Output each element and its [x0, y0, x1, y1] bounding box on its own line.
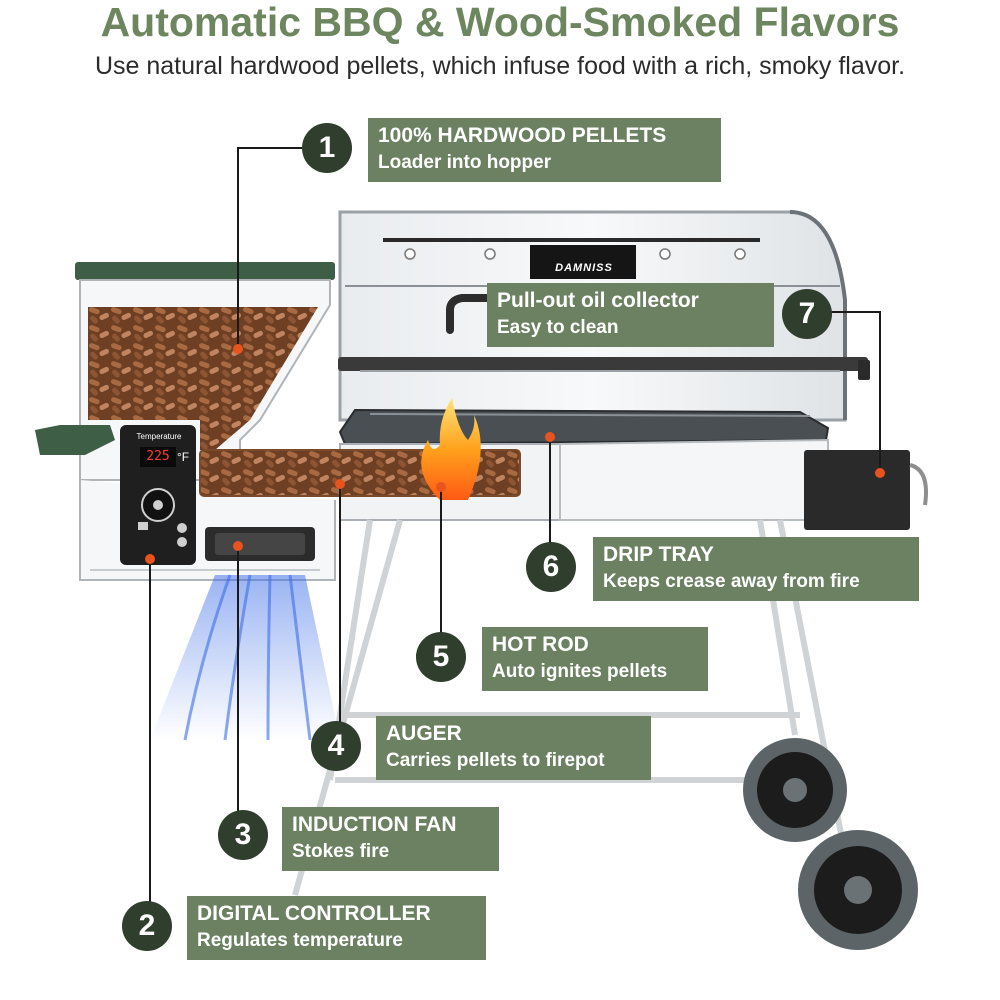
page-subtitle: Use natural hardwood pellets, which infu… [94, 52, 906, 80]
badge-2: 2 [122, 901, 172, 951]
callout-digital-controller: DIGITAL CONTROLLER Regulates temperature [187, 896, 486, 960]
callout-oil-collector: Pull-out oil collector Easy to clean [487, 283, 774, 347]
callout-title: DRIP TRAY [603, 543, 714, 566]
callout-hot-rod: HOT ROD Auto ignites pellets [482, 627, 708, 691]
callout-desc: Loader into hopper [378, 152, 552, 173]
callout-desc: Auto ignites pellets [492, 661, 668, 682]
marker-4 [335, 479, 345, 489]
digital-controller-graphic [120, 425, 196, 565]
wheel-rear [798, 830, 918, 950]
induction-fan [150, 527, 340, 741]
callout-desc: Regulates temperature [197, 930, 403, 951]
cooking-grate [338, 357, 870, 380]
badge-4: 4 [311, 721, 361, 771]
brand-logo: DAMNISS [555, 262, 613, 274]
callout-title: AUGER [386, 722, 462, 745]
callout-desc: Carries pellets to firepot [386, 750, 605, 771]
drip-tray-graphic [338, 408, 830, 446]
callout-auger: AUGER Carries pellets to firepot [376, 716, 651, 780]
controller-display: 225 [140, 447, 176, 467]
marker-5 [436, 482, 446, 492]
wheel-front [743, 738, 847, 842]
callout-desc: Stokes fire [292, 841, 390, 862]
badge-3: 3 [218, 810, 268, 860]
callout-title: 100% HARDWOOD PELLETS [378, 124, 667, 147]
badge-6: 6 [526, 542, 576, 592]
controller-unit: °F [177, 450, 190, 464]
marker-7 [875, 468, 885, 478]
controller-label: Temperature [136, 432, 182, 441]
callout-drip-tray: DRIP TRAY Keeps crease away from fire [593, 537, 919, 601]
marker-2 [145, 554, 155, 564]
callout-hardwood-pellets: 100% HARDWOOD PELLETS Loader into hopper [368, 118, 721, 182]
oil-collector-graphic [804, 450, 928, 530]
callout-title: HOT ROD [492, 633, 589, 656]
callout-title: INDUCTION FAN [292, 813, 457, 836]
badge-1: 1 [302, 123, 352, 173]
callout-induction-fan: INDUCTION FAN Stokes fire [282, 807, 499, 871]
marker-6 [545, 432, 555, 442]
callout-desc: Keeps crease away from fire [603, 571, 860, 592]
badge-7: 7 [782, 289, 832, 339]
flame [421, 398, 481, 500]
callout-title: DIGITAL CONTROLLER [197, 902, 431, 925]
badge-5: 5 [416, 632, 466, 682]
marker-1 [233, 344, 243, 354]
callout-markers [145, 344, 885, 564]
callout-title: Pull-out oil collector [497, 289, 699, 312]
page-title: Automatic BBQ & Wood-Smoked Flavors [100, 0, 900, 45]
callout-desc: Easy to clean [497, 317, 619, 338]
marker-3 [233, 541, 243, 551]
